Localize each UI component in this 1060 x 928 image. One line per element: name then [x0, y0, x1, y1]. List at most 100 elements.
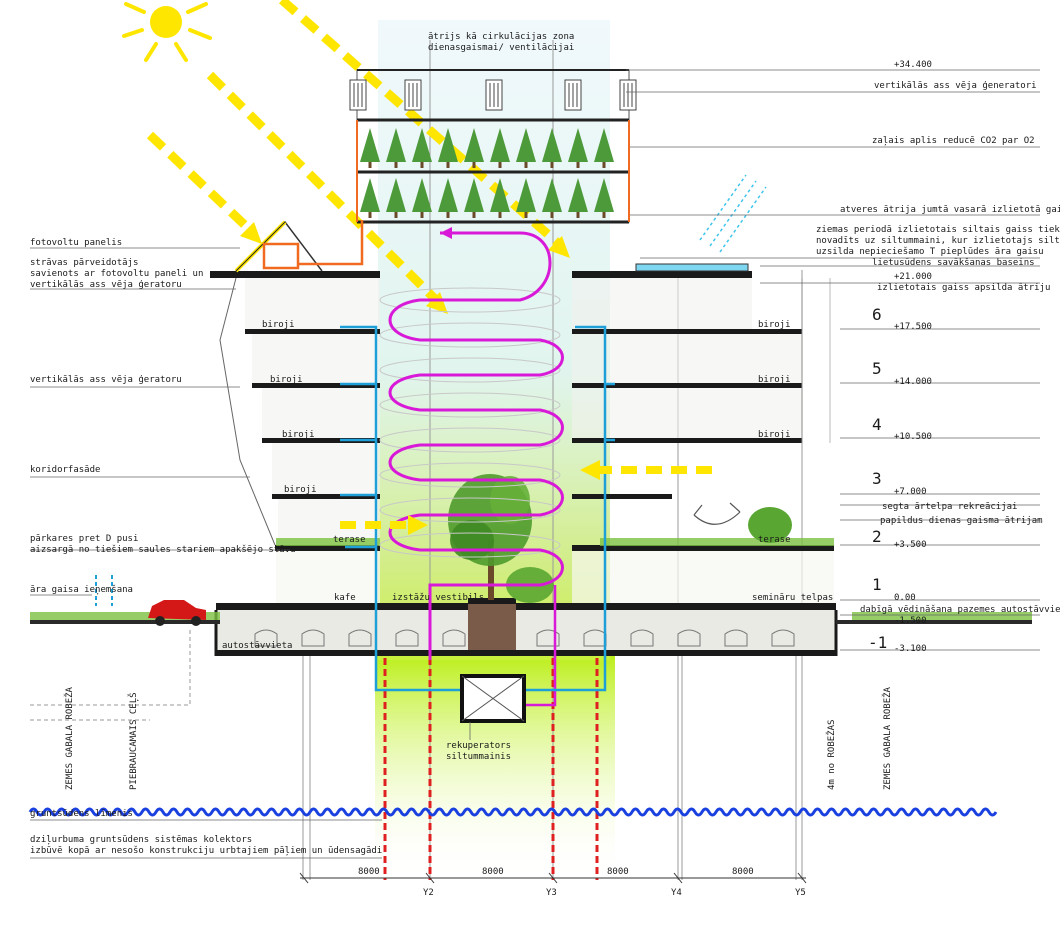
elev-0: 0.00: [894, 593, 916, 603]
left-wing: [210, 271, 380, 551]
air-intake-arrows: [95, 575, 113, 606]
note-intake: āra gaisa ieņemšana: [30, 584, 133, 595]
boundary-left: ZEMES GABALA ROBEŽA: [63, 686, 75, 790]
elev-m1-5: -1.500: [894, 616, 927, 626]
sun-rays: [146, 0, 563, 304]
room-terase-r: terase: [758, 535, 791, 545]
parked-car-icon: [348, 629, 372, 647]
tree-icon: [386, 128, 406, 168]
tree-icon: [568, 128, 588, 168]
collector-label-1: dziļurbuma gruntsūdens sistēmas kolektor…: [30, 835, 252, 845]
parked-car-icon: [630, 629, 654, 647]
leader-lines: [30, 69, 1040, 859]
boundary-right: ZEMES GABALA ROBEŽA: [881, 686, 893, 790]
terrace-tree: [748, 507, 792, 543]
note-overhang-2: aizsargā no tiešiem saules stariem apakš…: [30, 544, 296, 555]
floor-6: 6: [872, 305, 882, 324]
note-wind-generators: vertikālās ass vēja ģeneratori: [874, 81, 1037, 91]
dim-1: 8000: [358, 867, 380, 877]
tree-icon: [412, 178, 432, 218]
room-seminar: semināru telpas: [752, 593, 833, 603]
sun-icon: [122, 2, 212, 62]
room-biroji-l3: biroji: [284, 485, 317, 495]
elev-17: +17.500: [894, 322, 932, 332]
axis-y5: Y5: [795, 888, 806, 898]
warm-air-flow: [388, 231, 564, 660]
room-biroji-r5: biroji: [758, 375, 791, 385]
recuperator-box: [460, 674, 526, 723]
four-m-boundary: 4m no ROBEŽAS: [825, 720, 837, 790]
room-biroji-l4: biroji: [282, 430, 315, 440]
elev-7: +7.000: [894, 487, 927, 497]
tree-icon: [542, 178, 562, 218]
note-inverter-2: savienots ar fotovoltu paneli un: [30, 269, 203, 279]
tree-icon: [360, 178, 380, 218]
elev-10: +10.500: [894, 432, 932, 442]
tree-icon: [490, 128, 510, 168]
note-daylight: papildus dienas gaisma ātrijam: [880, 516, 1043, 526]
room-biroji-l6: biroji: [262, 320, 295, 330]
elev-3: +3.500: [894, 540, 927, 550]
tree-icon: [360, 128, 380, 168]
floor-4: 4: [872, 415, 882, 434]
right-wing: [572, 263, 834, 551]
warm-air-to-recuperator: [525, 585, 557, 707]
parked-car-icon: [536, 629, 560, 647]
tree-icon: [412, 128, 432, 168]
axis-y2: Y2: [423, 888, 434, 898]
warm-air-arrowhead: [440, 227, 452, 239]
note-winter-3: uzsilda nepieciešamo T pieplūdes āra gai…: [816, 246, 1044, 257]
groundwater-label: gruntsūdens līmenis: [30, 809, 133, 819]
tree-icon: [490, 178, 510, 218]
red-car-icon: [148, 600, 206, 626]
tree-icon: [464, 128, 484, 168]
floor-1: 1: [872, 575, 882, 594]
room-biroji-r6: biroji: [758, 320, 791, 330]
note-green: zaļais aplis reducē CO2 par O2: [872, 136, 1035, 146]
tree-icon: [542, 128, 562, 168]
pv-panel-roof: [234, 220, 364, 273]
room-parking: autostāvvieta: [222, 641, 292, 651]
tree-icon: [438, 128, 458, 168]
dim-4: 8000: [732, 867, 754, 877]
top-structure: [356, 69, 630, 224]
tree-icon: [594, 178, 614, 218]
elev-m3-1: -3.100: [894, 644, 927, 654]
collector-label-2: izbūvē kopā ar nesošo konstrukciju urbta…: [30, 845, 382, 856]
daylight-arrowheads: [408, 460, 600, 535]
note-vents: atveres ātrija jumtā vasarā izlietotā ga…: [840, 204, 1060, 215]
atrium-title-line2: dienasgaismai/ ventilācijai: [428, 43, 574, 53]
text-layer: ātrijs kā cirkulācijas zona dienasgaisma…: [30, 32, 1060, 898]
parked-car-icon: [677, 629, 701, 647]
sun-ray-arrowheads: [240, 222, 570, 314]
room-biroji-l5: biroji: [270, 375, 303, 385]
tree-icon: [516, 178, 536, 218]
atrium-spiral-ramp: [379, 287, 561, 558]
parked-car-icon: [301, 629, 325, 647]
parked-car-icon: [771, 629, 795, 647]
parked-car-icon: [724, 629, 748, 647]
tree-icon: [464, 178, 484, 218]
atrium-title-line1: ātrijs kā cirkulācijas zona: [428, 32, 574, 42]
note-natural-vent: dabīgā vēdināšana pazemes autostāvvietai: [860, 604, 1060, 615]
access-road: PIEBRAUCAMAIS CEĻŠ: [127, 692, 139, 790]
parked-car-icon: [254, 629, 278, 647]
room-terase-l: terase: [333, 535, 366, 545]
floor-5: 5: [872, 359, 882, 378]
exhaust-air-arrows: [699, 174, 767, 253]
elev-14: +14.000: [894, 377, 932, 387]
groundwater-line: [28, 807, 998, 817]
note-used-air: izlietotais gaiss apsilda ātriju: [877, 283, 1050, 293]
room-kafe: kafe: [334, 593, 356, 603]
note-winter-2: novadīts uz siltummaini, kur izlietotajs…: [816, 236, 1060, 246]
floor-m1: -1: [868, 633, 887, 652]
wind-turbines-top: [349, 79, 637, 111]
tree-icon: [438, 178, 458, 218]
note-inverter-3: vertikālās ass vēja ģeratoru: [30, 280, 182, 290]
note-winter-1: ziemas periodā izlietotais siltais gaiss…: [816, 225, 1060, 235]
note-wind-left: vertikālās ass vēja ģeratoru: [30, 375, 182, 385]
parked-car-icon: [395, 629, 419, 647]
recuperator-label-2: siltummainis: [446, 752, 511, 762]
dim-3: 8000: [607, 867, 629, 877]
